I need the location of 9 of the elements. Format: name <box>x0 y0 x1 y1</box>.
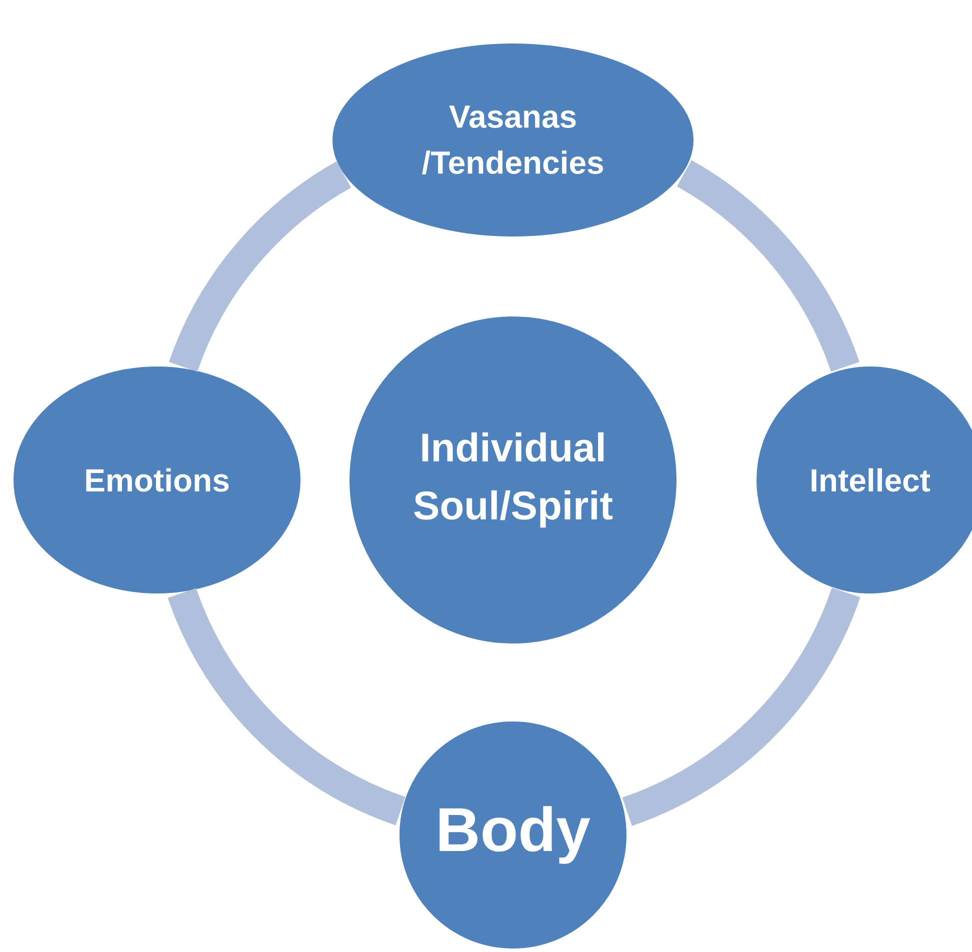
ring-segment <box>622 587 860 826</box>
circle-node: Individual Soul/Spirit <box>346 313 680 646</box>
oval-node: Emotions <box>10 363 304 596</box>
ring-segment <box>169 162 352 372</box>
ring-segment <box>168 588 406 826</box>
ring-segment <box>676 160 860 372</box>
circle-node: Body <box>396 718 630 952</box>
oval-node: Vasanas /Tendencies <box>330 40 696 240</box>
circle-node: Intellect <box>754 363 972 596</box>
